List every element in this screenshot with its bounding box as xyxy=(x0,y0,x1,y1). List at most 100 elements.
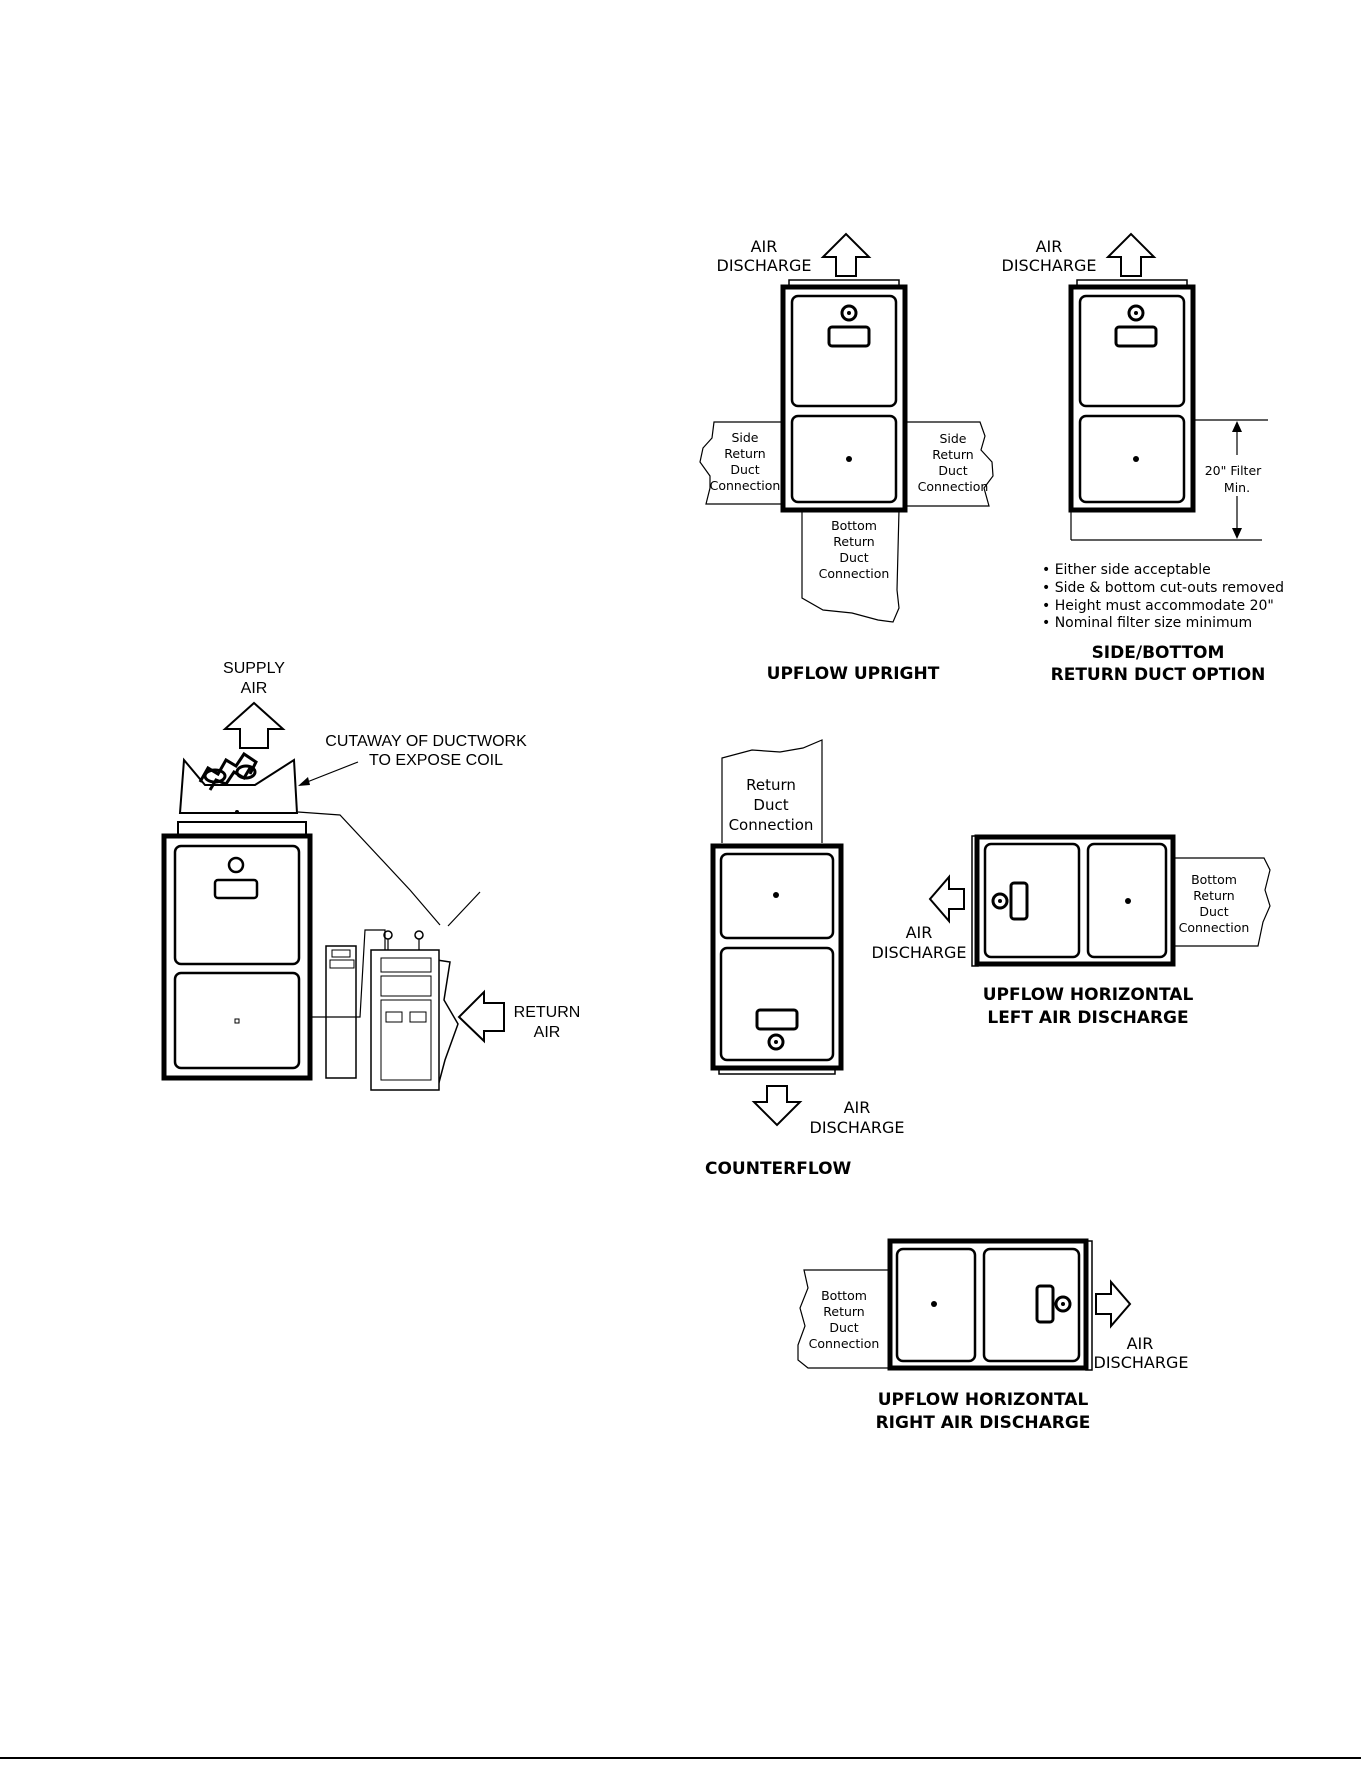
return-air-arrow-icon xyxy=(457,989,505,1044)
supply-air-label-2: AIR xyxy=(241,680,268,697)
upright-side-left-2: Return xyxy=(724,446,765,461)
horizontal-left-caption-2: LEFT AIR DISCHARGE xyxy=(987,1008,1188,1028)
horizontal-right-air-label-1: AIR xyxy=(1127,1334,1154,1353)
upright-side-right-4: Connection xyxy=(918,479,989,494)
return-air-label-2: AIR xyxy=(534,1024,561,1041)
horizontal-left-air-label-2: DISCHARGE xyxy=(872,943,967,962)
cutaway-leader-line xyxy=(301,761,359,785)
horizontal-left-diagram: Bottom Return Duct Connection AIR DISCHA… xyxy=(872,834,1271,1028)
small-side-unit-vent-icon xyxy=(331,949,351,958)
horizontal-right-burner-door xyxy=(982,1247,1081,1363)
side-bottom-return-diagram: AIR DISCHARGE 20" Filter Min. • Either s… xyxy=(1002,232,1284,685)
horizontal-left-return-1: Bottom xyxy=(1191,872,1237,887)
condensing-unit-connector-left-icon xyxy=(385,1011,403,1023)
condensing-unit-cabinet xyxy=(370,949,440,1091)
upright-sight-glass-center xyxy=(847,311,851,315)
counterflow-air-label-2: DISCHARGE xyxy=(810,1118,905,1137)
side-bottom-caption-2: RETURN DUCT OPTION xyxy=(1051,665,1266,685)
left-furnace-cabinet xyxy=(161,833,313,1081)
side-bottom-furnace-cabinet xyxy=(1068,284,1196,513)
side-bottom-note-1: • Either side acceptable xyxy=(1042,562,1211,578)
horizontal-right-return-4: Connection xyxy=(809,1336,880,1351)
horizontal-left-air-discharge-arrow-icon xyxy=(928,874,965,924)
upright-air-label-1: AIR xyxy=(751,237,778,256)
left-furnace-lower-screw-icon xyxy=(234,1018,240,1024)
upright-sight-glass-icon xyxy=(840,304,858,322)
upright-side-right-1: Side xyxy=(939,431,966,446)
upright-side-left-1: Side xyxy=(731,430,758,445)
counterflow-upper-screw-icon xyxy=(773,892,779,898)
horizontal-left-return-3: Duct xyxy=(1199,904,1228,919)
counterflow-air-label-1: AIR xyxy=(844,1098,871,1117)
upright-side-left-3: Duct xyxy=(730,462,759,477)
horizontal-left-bottom-return-duct xyxy=(1173,857,1271,947)
horizontal-left-burner-door xyxy=(983,842,1081,959)
upright-side-left-4: Connection xyxy=(710,478,781,493)
side-bottom-note-2: • Side & bottom cut-outs removed xyxy=(1042,580,1284,596)
filter-dimension-label-2: Min. xyxy=(1224,480,1250,495)
cutaway-note-1: CUTAWAY OF DUCTWORK xyxy=(325,733,527,750)
horizontal-left-handle-icon xyxy=(1009,881,1029,921)
upright-bottom-4: Connection xyxy=(819,566,890,581)
horizontal-left-sight-glass-icon xyxy=(991,892,1009,910)
horizontal-right-caption-1: UPFLOW HORIZONTAL xyxy=(878,1390,1089,1410)
condensing-unit-connector-right-icon xyxy=(409,1011,427,1023)
condensing-unit-top-panel xyxy=(380,957,432,973)
upright-side-right-3: Duct xyxy=(938,463,967,478)
horizontal-left-return-2: Return xyxy=(1193,888,1234,903)
upright-side-right-2: Return xyxy=(932,447,973,462)
filter-dimension-arrow-up-icon xyxy=(1232,421,1242,432)
counterflow-caption: COUNTERFLOW xyxy=(705,1159,852,1179)
coil-icon xyxy=(198,751,258,791)
horizontal-left-return-4: Connection xyxy=(1179,920,1250,935)
counterflow-return-1: Return xyxy=(746,776,796,794)
horizontal-left-furnace-cabinet xyxy=(974,834,1176,967)
upright-bottom-2: Return xyxy=(833,534,874,549)
horizontal-right-screw-icon xyxy=(931,1301,937,1307)
counterflow-bottom-flange xyxy=(718,1067,836,1075)
counterflow-sight-glass-icon xyxy=(767,1033,785,1051)
horizontal-right-return-1: Bottom xyxy=(821,1288,867,1303)
side-bottom-sight-glass-icon xyxy=(1127,304,1145,322)
horizontal-right-air-discharge-arrow-icon xyxy=(1095,1279,1132,1329)
side-bottom-caption-1: SIDE/BOTTOM xyxy=(1092,643,1225,663)
upright-side-return-left-duct xyxy=(699,421,783,505)
upflow-upright-caption: UPFLOW UPRIGHT xyxy=(767,664,940,684)
side-bottom-lower-door xyxy=(1078,414,1186,504)
left-furnace-lower-door xyxy=(173,971,301,1070)
side-bottom-air-discharge-arrow-icon xyxy=(1105,232,1157,277)
counterflow-handle-icon xyxy=(755,1008,799,1031)
horizontal-left-air-label-1: AIR xyxy=(906,923,933,942)
side-bottom-note-3: • Height must accommodate 20" xyxy=(1042,598,1274,614)
counterflow-sight-glass-center xyxy=(774,1040,778,1044)
horizontal-right-bottom-return-duct xyxy=(797,1269,890,1369)
upright-bottom-1: Bottom xyxy=(831,518,877,533)
upflow-upright-diagram: AIR DISCHARGE Side Return Duct Connectio… xyxy=(699,232,994,684)
horizontal-left-caption-1: UPFLOW HORIZONTAL xyxy=(983,985,1194,1005)
side-bottom-handle-icon xyxy=(1114,325,1158,348)
horizontal-right-return-3: Duct xyxy=(829,1320,858,1335)
upright-handle-icon xyxy=(827,325,871,348)
side-bottom-upper-door xyxy=(1078,294,1186,408)
small-side-unit-panel-icon xyxy=(329,959,355,969)
upright-lower-door xyxy=(790,414,898,504)
condensing-unit-middle-panel xyxy=(380,975,432,997)
upright-bottom-return-duct xyxy=(801,509,900,623)
upright-bottom-3: Duct xyxy=(839,550,868,565)
counterflow-lower-door xyxy=(719,946,835,1062)
side-bottom-sight-glass-center xyxy=(1134,311,1138,315)
horizontal-left-blower-door xyxy=(1086,842,1168,959)
side-bottom-air-label-2: DISCHARGE xyxy=(1002,256,1097,275)
horizontal-right-caption-2: RIGHT AIR DISCHARGE xyxy=(876,1413,1091,1433)
counterflow-air-discharge-arrow-icon xyxy=(751,1085,803,1127)
horizontal-right-blower-door xyxy=(895,1247,977,1363)
left-furnace-sight-glass-icon xyxy=(227,856,245,874)
horizontal-right-sight-glass-center xyxy=(1061,1302,1065,1306)
upright-air-discharge-arrow-icon xyxy=(820,232,872,277)
supply-air-label-1: SUPPLY xyxy=(223,660,285,677)
upright-furnace-cabinet xyxy=(780,284,908,513)
coil-screw-icon xyxy=(235,810,239,814)
valve-leader-line xyxy=(447,891,481,927)
